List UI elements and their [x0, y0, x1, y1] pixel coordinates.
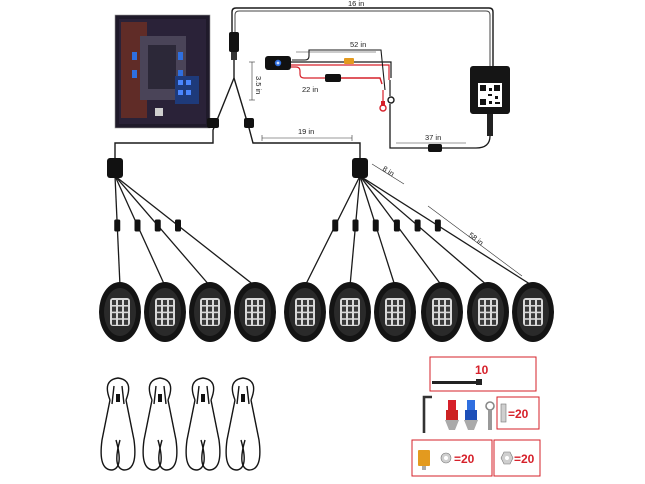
- lead-connector: [114, 219, 121, 232]
- lead-connector: [352, 219, 359, 232]
- controller-box: [470, 66, 510, 136]
- bracket-hub-link: [261, 135, 353, 141]
- dim-pod-spacing: 8 in: [381, 164, 396, 178]
- rock-light-pod: [467, 282, 509, 342]
- terminals-qty-box: [496, 396, 540, 430]
- coiled-extension-cable: [142, 377, 178, 471]
- dim-controller-run: 37 in: [425, 133, 441, 142]
- rock-light-pod: [99, 282, 141, 342]
- bracket-splitter-drop: [249, 61, 255, 101]
- lead-connector: [434, 219, 441, 232]
- fuse-icon: [422, 466, 426, 470]
- product-box-image: [114, 14, 211, 129]
- rock-light-pod: [284, 282, 326, 342]
- hex-key-icon: [422, 395, 432, 433]
- lead-connector: [332, 219, 339, 232]
- pod-leads: [114, 175, 534, 287]
- controller-cable: [389, 104, 491, 149]
- zip-tie-qty: 10: [475, 363, 489, 377]
- nut-qty: =20: [514, 452, 535, 466]
- lead-connector: [372, 219, 379, 232]
- dim-splitter-drop: 3.5 in: [254, 76, 263, 94]
- ring-terminal-red: [379, 101, 387, 112]
- rock-light-pod: [329, 282, 371, 342]
- dim-hub-link: 19 in: [298, 127, 314, 136]
- pod-lead: [359, 175, 489, 287]
- dim-fuse-run: 22 in: [302, 85, 318, 94]
- hub-left: [107, 158, 123, 178]
- rock-light-pod: [144, 282, 186, 342]
- cable-plug: [158, 394, 162, 402]
- dim-pod-run: 58 in: [467, 230, 485, 247]
- zip-tie-panel: [429, 356, 537, 392]
- bracket-pod-spacing: [371, 163, 405, 185]
- fuse-holder: [325, 58, 354, 82]
- fuse-washer-qty: =20: [454, 452, 475, 466]
- lead-connector: [175, 219, 181, 232]
- dim-switch-run: 52 in: [350, 40, 366, 49]
- extension-cables: [100, 377, 261, 471]
- pod-lead: [304, 175, 361, 287]
- inline-connector-controller: [428, 144, 442, 152]
- terminals-qty: =20: [508, 407, 529, 421]
- cable-plug: [116, 394, 120, 402]
- spade-terminal-red-icon: [445, 400, 459, 430]
- main-connector: [229, 32, 239, 60]
- inline-connector-left: [207, 118, 219, 128]
- ring-terminal-black: [387, 96, 395, 104]
- lead-connector: [154, 219, 161, 232]
- pod-lead: [359, 175, 443, 287]
- pod-lead: [114, 175, 256, 287]
- cable-plug: [241, 394, 245, 402]
- rock-light-pod: [189, 282, 231, 342]
- nut-qty-box: [493, 439, 541, 477]
- rock-light-pod: [421, 282, 463, 342]
- pod-lead: [114, 175, 211, 287]
- coiled-extension-cable: [100, 377, 136, 471]
- spade-terminal-blue-icon: [464, 400, 478, 430]
- fuse-washer-qty-box: [411, 439, 493, 477]
- rock-light-pods: [99, 282, 554, 342]
- cable-plug: [201, 394, 205, 402]
- rock-light-pod: [512, 282, 554, 342]
- power-switch: [265, 56, 291, 70]
- y-split-cables: [114, 60, 361, 158]
- rock-light-pod: [374, 282, 416, 342]
- top-cable: [231, 7, 494, 66]
- lead-connector: [393, 219, 400, 232]
- bracket-pod-run: [427, 205, 523, 277]
- dim-top-run: 16 in: [348, 0, 364, 8]
- lead-connector: [414, 219, 421, 232]
- coiled-extension-cable: [185, 377, 221, 471]
- coiled-extension-cable: [225, 377, 261, 471]
- hub-right: [352, 158, 368, 178]
- pod-lead: [359, 175, 534, 287]
- inline-connector-right: [244, 118, 254, 128]
- ring-terminal-icon: [485, 401, 495, 430]
- rock-light-pod: [234, 282, 276, 342]
- lead-connector: [134, 219, 141, 232]
